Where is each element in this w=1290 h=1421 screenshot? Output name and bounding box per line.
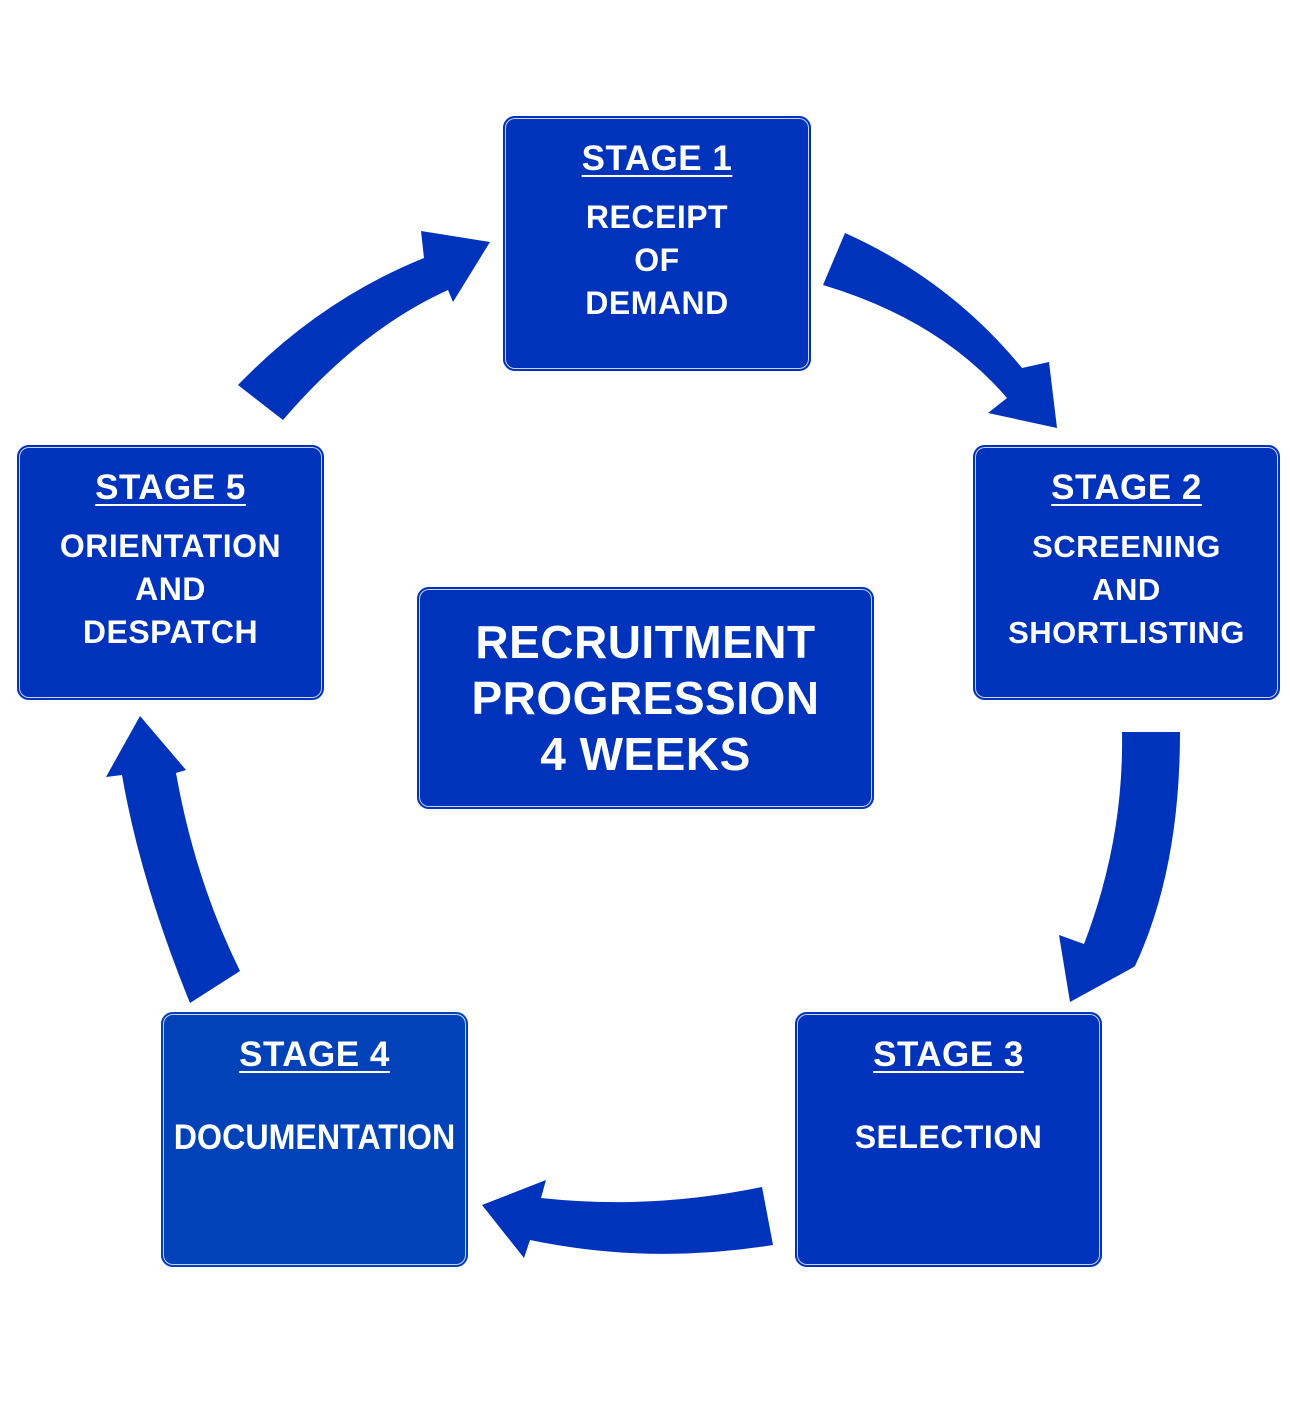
arrow-stage4-to-stage5 xyxy=(106,716,240,1003)
stage-5-title: STAGE 5 xyxy=(95,468,246,507)
stage-3-box: STAGE 3 SELECTION xyxy=(795,1012,1102,1267)
stage-5-box: STAGE 5 ORIENTATION AND DESPATCH xyxy=(17,445,324,700)
stage-4-line-1: DOCUMENTATION xyxy=(173,1118,456,1157)
stage-4-box: STAGE 4 DOCUMENTATION xyxy=(161,1012,468,1267)
stage-2-line-3: SHORTLISTING xyxy=(1008,615,1245,650)
stage-2-line-1: SCREENING xyxy=(1032,529,1221,564)
stage-2-line-2: AND xyxy=(1092,572,1161,607)
stage-3-line-1: SELECTION xyxy=(854,1119,1043,1155)
stage-1-line-3: DEMAND xyxy=(585,285,729,321)
stage-5-line-1: ORIENTATION xyxy=(59,528,282,564)
stage-5-line-3: DESPATCH xyxy=(82,614,259,650)
center-title-line-1: RECRUITMENT xyxy=(475,616,816,668)
stage-2-box: STAGE 2 SCREENING AND SHORTLISTING xyxy=(973,445,1280,700)
center-title-box: RECRUITMENT PROGRESSION 4 WEEKS xyxy=(417,587,874,809)
stage-2-title: STAGE 2 xyxy=(1051,468,1202,507)
arrow-stage1-to-stage2 xyxy=(823,233,1057,428)
center-title-line-2: PROGRESSION xyxy=(471,672,820,724)
stage-1-line-1: RECEIPT xyxy=(585,199,729,235)
stage-1-title: STAGE 1 xyxy=(581,139,733,178)
stage-1-line-2: OF xyxy=(634,242,680,278)
stage-3-title: STAGE 3 xyxy=(873,1035,1024,1074)
stage-4-title: STAGE 4 xyxy=(239,1035,390,1074)
center-title-line-3: 4 WEEKS xyxy=(540,728,751,780)
arrow-stage3-to-stage4 xyxy=(482,1180,773,1258)
stage-1-box: STAGE 1 RECEIPT OF DEMAND xyxy=(503,116,811,371)
stage-5-line-2: AND xyxy=(135,571,206,607)
arrow-stage5-to-stage1 xyxy=(238,231,490,420)
arrow-stage2-to-stage3 xyxy=(1059,732,1180,1002)
